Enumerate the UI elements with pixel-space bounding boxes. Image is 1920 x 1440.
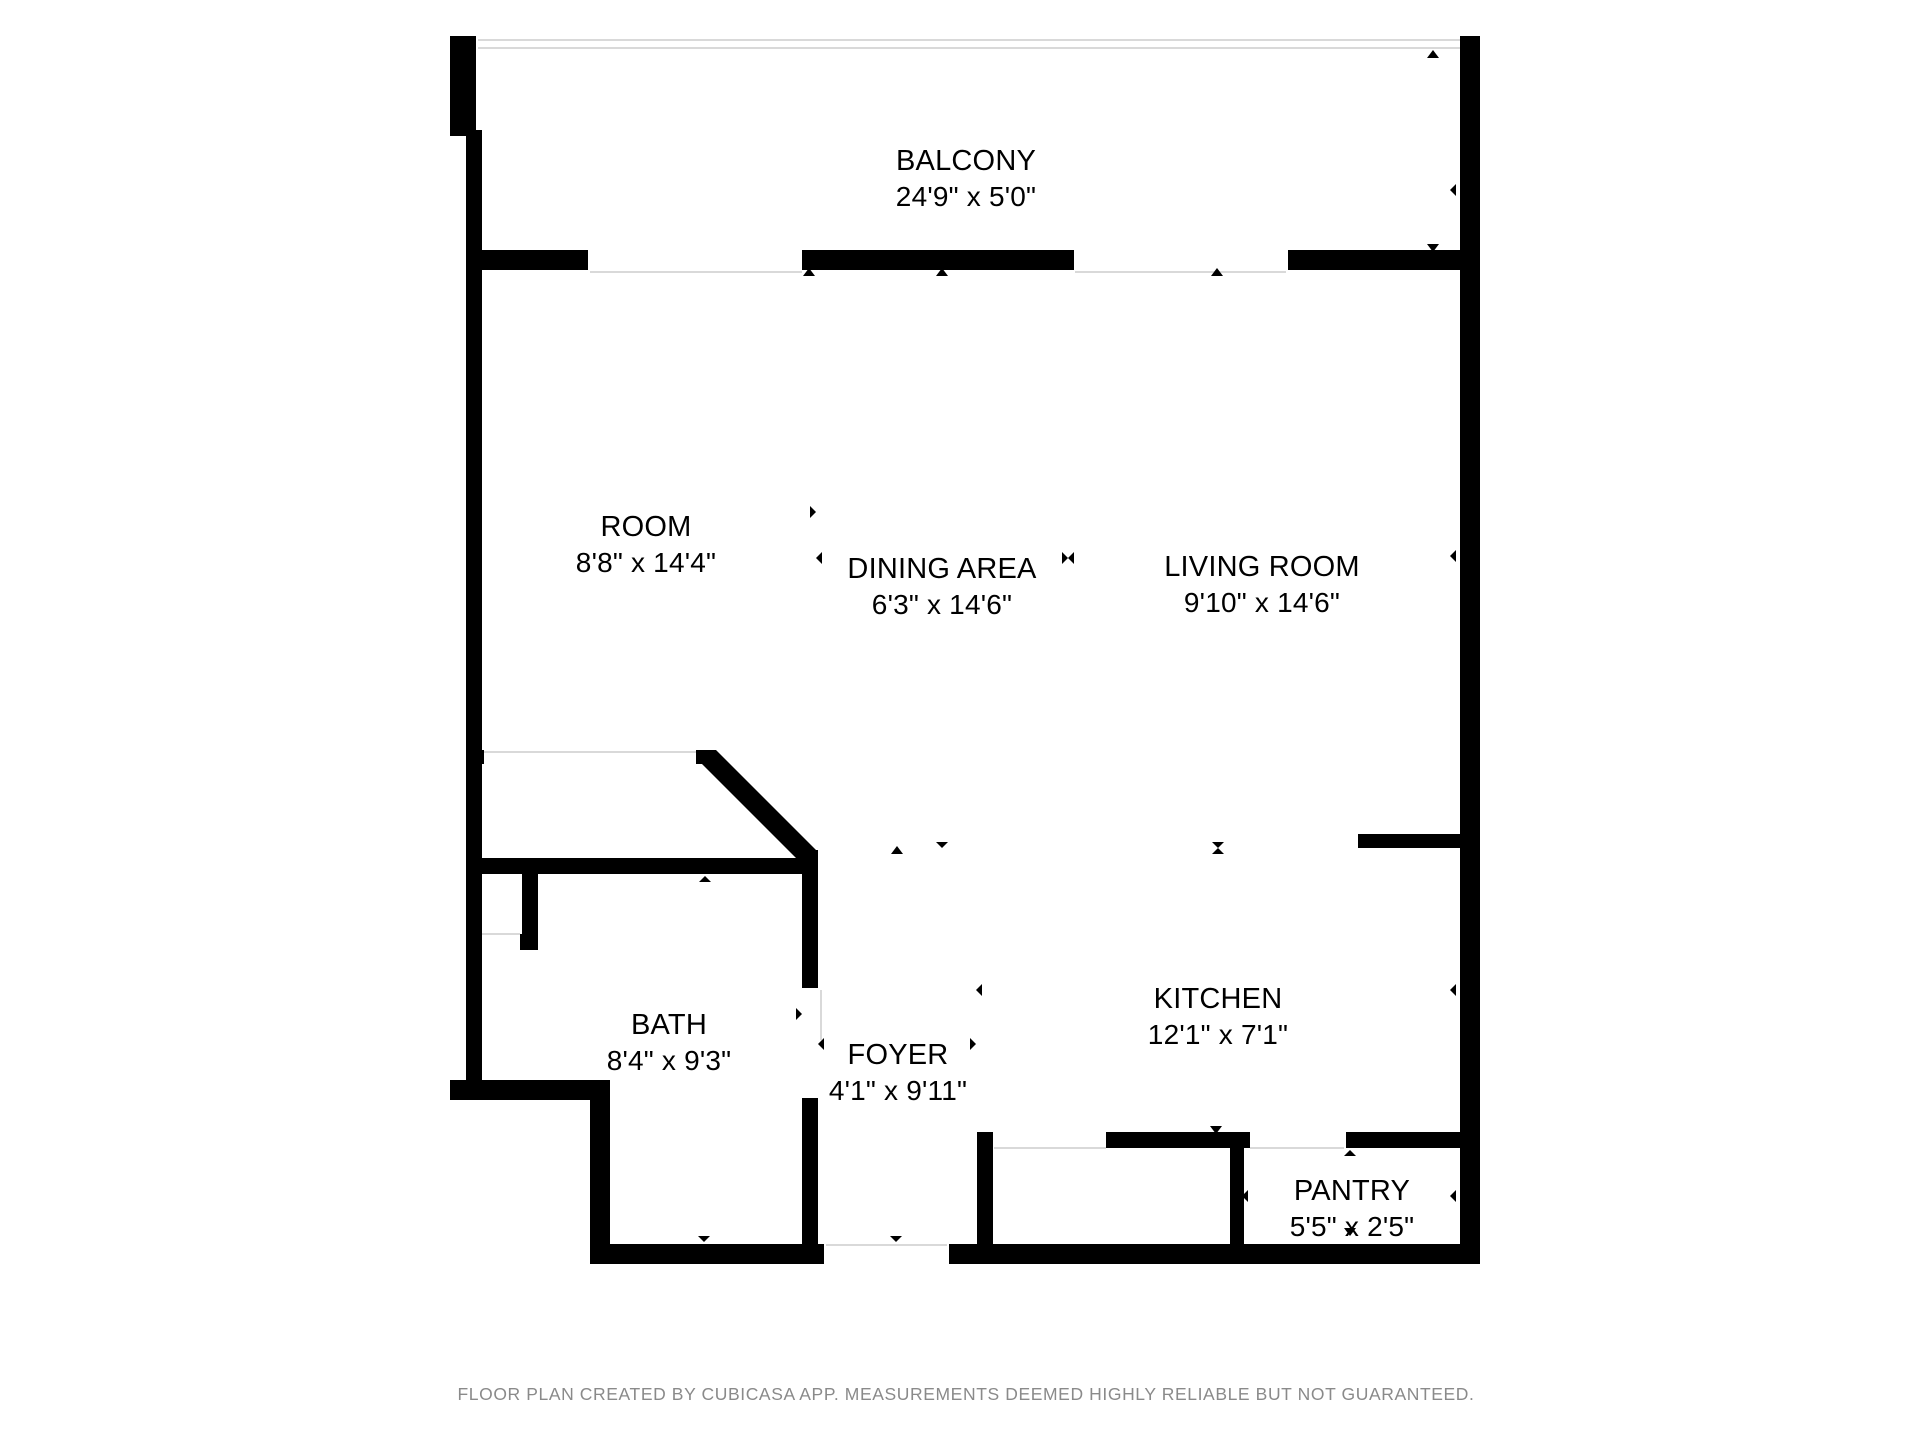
dining-area-name: DINING AREA — [847, 553, 1037, 585]
wall — [1346, 1132, 1480, 1148]
wall — [700, 750, 818, 868]
dimension-marker — [890, 1236, 902, 1242]
dimension-markers — [472, 50, 1456, 1242]
wall — [590, 1244, 824, 1264]
bath-dims: 8'4" x 9'3" — [607, 1045, 732, 1076]
pantry-name: PANTRY — [1294, 1175, 1410, 1207]
dimension-marker — [816, 552, 822, 564]
kitchen-name: KITCHEN — [1154, 983, 1283, 1015]
dimension-marker — [936, 842, 948, 848]
dimension-marker — [698, 1236, 710, 1242]
wall — [802, 850, 818, 988]
dimension-marker — [1212, 848, 1224, 854]
wall — [802, 250, 1074, 270]
dimension-marker — [810, 506, 816, 518]
wall — [466, 130, 482, 1098]
wall — [1106, 1132, 1250, 1148]
dimension-marker — [1062, 552, 1068, 564]
wall — [977, 1132, 993, 1264]
wall — [590, 1080, 610, 1264]
dimension-marker — [976, 984, 982, 996]
dimension-marker — [1068, 552, 1074, 564]
balcony-dims: 24'9" x 5'0" — [896, 181, 1036, 212]
wall — [1358, 834, 1480, 848]
dimension-marker — [970, 1038, 976, 1050]
room-name: ROOM — [600, 511, 691, 543]
wall — [450, 1080, 610, 1100]
dimension-marker — [1211, 268, 1223, 276]
dimension-marker — [472, 1008, 478, 1020]
dimension-marker — [1450, 1190, 1456, 1202]
wall — [1460, 36, 1480, 1264]
pantry-dims: 5'5" x 2'5" — [1290, 1211, 1415, 1242]
dimension-marker — [1344, 1228, 1356, 1236]
dimension-marker — [936, 268, 948, 276]
dimension-marker — [1242, 1190, 1248, 1202]
dimension-marker — [1427, 50, 1439, 58]
dimension-marker — [472, 184, 478, 196]
wall — [1288, 250, 1480, 270]
dimension-marker — [796, 1008, 802, 1020]
living-room-dims: 9'10" x 14'6" — [1184, 587, 1340, 618]
living-room-name: LIVING ROOM — [1164, 551, 1360, 583]
kitchen-dims: 12'1" x 7'1" — [1148, 1019, 1288, 1050]
dimension-marker — [891, 846, 903, 854]
dimension-marker — [1210, 1126, 1222, 1134]
wall — [466, 934, 476, 950]
dimension-marker — [472, 506, 478, 518]
wall — [450, 36, 476, 136]
dimension-marker — [1450, 184, 1456, 196]
dimension-marker — [1427, 244, 1439, 252]
balcony-name: BALCONY — [896, 145, 1036, 177]
foyer-dims: 4'1" x 9'11" — [829, 1075, 967, 1106]
wall — [949, 1244, 1480, 1264]
walls — [450, 36, 1480, 1264]
wall — [522, 858, 538, 950]
wall — [1230, 1132, 1244, 1264]
dining-area-dims: 6'3" x 14'6" — [872, 589, 1012, 620]
dimension-marker — [818, 1038, 824, 1050]
dimension-marker — [1450, 550, 1456, 562]
openings — [470, 39, 1462, 1246]
dimension-marker — [1212, 842, 1224, 848]
wall — [802, 1098, 818, 1264]
dimension-marker — [803, 268, 815, 276]
wall — [466, 250, 588, 270]
dimension-marker — [699, 876, 711, 882]
room-labels: BALCONY 24'9" x 5'0" ROOM 8'8" x 14'4" D… — [576, 145, 1415, 1242]
bath-name: BATH — [631, 1009, 707, 1041]
foyer-name: FOYER — [848, 1039, 949, 1071]
wall — [466, 750, 484, 764]
dimension-marker — [1450, 984, 1456, 996]
dimension-marker — [1344, 1150, 1356, 1156]
room-dims: 8'8" x 14'4" — [576, 547, 716, 578]
wall — [520, 934, 538, 950]
wall — [466, 858, 818, 874]
disclaimer-footer: FLOOR PLAN CREATED BY CUBICASA APP. MEAS… — [457, 1384, 1474, 1404]
